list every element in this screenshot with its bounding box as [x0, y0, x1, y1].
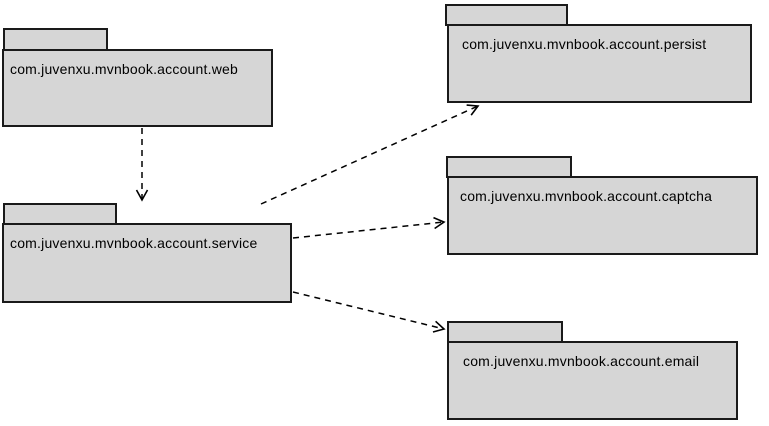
package-email: com.juvenxu.mvnbook.account.email [447, 341, 738, 420]
package-email-label: com.juvenxu.mvnbook.account.email [463, 353, 700, 369]
package-captcha: com.juvenxu.mvnbook.account.captcha [447, 176, 758, 255]
package-web-tab [3, 28, 108, 51]
package-persist-label: com.juvenxu.mvnbook.account.persist [462, 36, 707, 52]
package-service: com.juvenxu.mvnbook.account.service [2, 223, 292, 303]
package-web-label: com.juvenxu.mvnbook.account.web [10, 61, 238, 77]
package-persist: com.juvenxu.mvnbook.account.persist [447, 24, 752, 103]
package-service-label: com.juvenxu.mvnbook.account.service [10, 235, 258, 251]
dependency-arrow-service-to-persist [260, 104, 480, 205]
package-captcha-tab [446, 156, 572, 178]
dependency-arrow-service-to-captcha [292, 216, 446, 239]
package-captcha-label: com.juvenxu.mvnbook.account.captcha [460, 188, 713, 204]
package-service-tab [3, 203, 117, 225]
package-web: com.juvenxu.mvnbook.account.web [2, 49, 273, 127]
package-persist-tab [445, 4, 568, 26]
dependency-arrow-service-to-email [292, 291, 446, 333]
package-email-tab [447, 321, 563, 343]
